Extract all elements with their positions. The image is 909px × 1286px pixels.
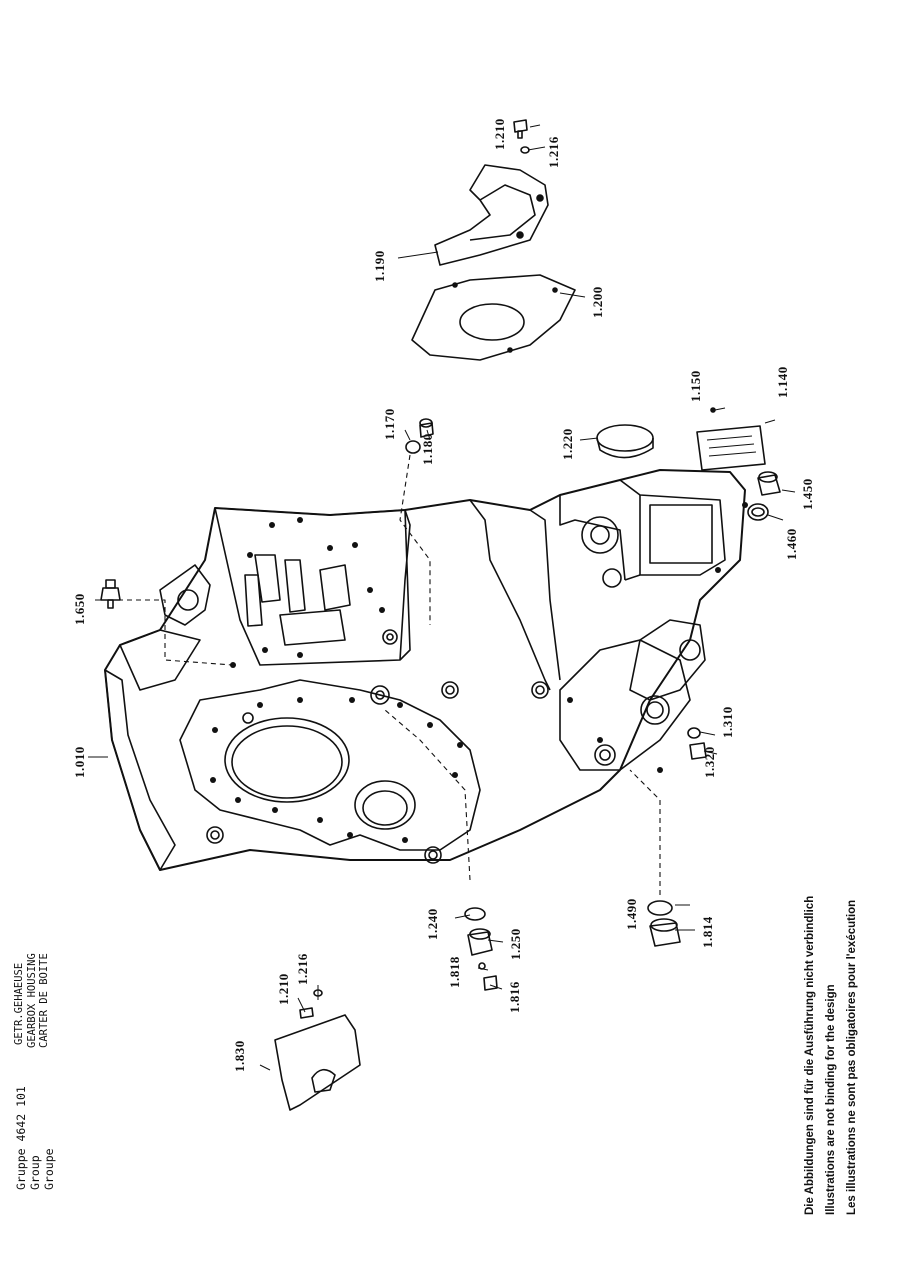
gasket — [411, 274, 576, 361]
part-label-1818: 1.818 — [447, 956, 462, 988]
part-label-1650: 1.650 — [72, 593, 87, 625]
group-header-codes: Gruppe 4642 101 Group Groupe — [14, 1086, 56, 1190]
disclaimer-en: Illustrations are not binding for the de… — [825, 984, 837, 1215]
header-line-2: Group — [28, 1155, 42, 1190]
disclaimer-fr: Les illustrations ne sont pas obligatoir… — [846, 899, 858, 1215]
breather-part — [100, 579, 121, 609]
part-label-1240: 1.240 — [425, 908, 440, 940]
part-label-1250: 1.250 — [508, 928, 523, 960]
disclaimer-de: Die Abbildungen sind für die Ausführung … — [804, 895, 816, 1215]
part-label-1320: 1.320 — [702, 746, 717, 778]
part-label-1190: 1.190 — [372, 250, 387, 282]
drain-plug-right — [647, 900, 681, 947]
gearbox-housing — [104, 469, 748, 871]
part-label-1830: 1.830 — [232, 1040, 247, 1072]
plug-and-ring-upper — [405, 418, 434, 454]
part-label-1220: 1.220 — [560, 428, 575, 460]
drain-plug-left — [464, 907, 498, 991]
plug-and-ring-right — [747, 471, 781, 521]
part-label-1450: 1.450 — [800, 478, 815, 510]
part-label-1310: 1.310 — [720, 706, 735, 738]
group-header-titles-block: GEARBOX HOUSING CARTER DE BOITE — [26, 953, 50, 1048]
header-line-1: Gruppe 4642 101 — [14, 1086, 28, 1190]
part-label-1216-bottom: 1.216 — [295, 953, 310, 985]
part-label-1180: 1.180 — [420, 433, 435, 465]
part-label-1816: 1.816 — [507, 981, 522, 1013]
part-label-1140: 1.140 — [775, 366, 790, 398]
label-leaders — [88, 124, 796, 1071]
screw-and-washer-top — [513, 119, 530, 154]
small-cover — [274, 989, 361, 1111]
part-label-1200: 1.200 — [590, 286, 605, 318]
part-label-1460: 1.460 — [784, 528, 799, 560]
header-title-en: GEARBOX HOUSING — [26, 953, 38, 1048]
fitting-right — [687, 727, 707, 760]
group-header-titles: GETR.GEHAEUSE — [13, 962, 25, 1045]
part-label-1010: 1.010 — [72, 746, 87, 778]
assembly-dashed-lines — [118, 454, 661, 895]
header-title-fr: CARTER DE BOITE — [38, 953, 50, 1048]
part-label-1490: 1.490 — [624, 898, 639, 930]
cover-disc — [596, 424, 654, 459]
part-label-1210-bottom: 1.210 — [276, 973, 291, 1005]
part-label-1814: 1.814 — [700, 916, 715, 948]
name-plate — [696, 407, 766, 471]
part-label-1210-top: 1.210 — [492, 118, 507, 150]
header-line-3: Groupe — [42, 1148, 56, 1190]
part-label-1150: 1.150 — [688, 370, 703, 402]
disclaimer: Die Abbildungen sind für die Ausführung … — [800, 896, 863, 1215]
part-label-1216-top: 1.216 — [546, 136, 561, 168]
part-label-1170: 1.170 — [382, 408, 397, 440]
bearing-cover — [434, 164, 549, 266]
header-title-de: GETR.GEHAEUSE — [13, 962, 25, 1045]
